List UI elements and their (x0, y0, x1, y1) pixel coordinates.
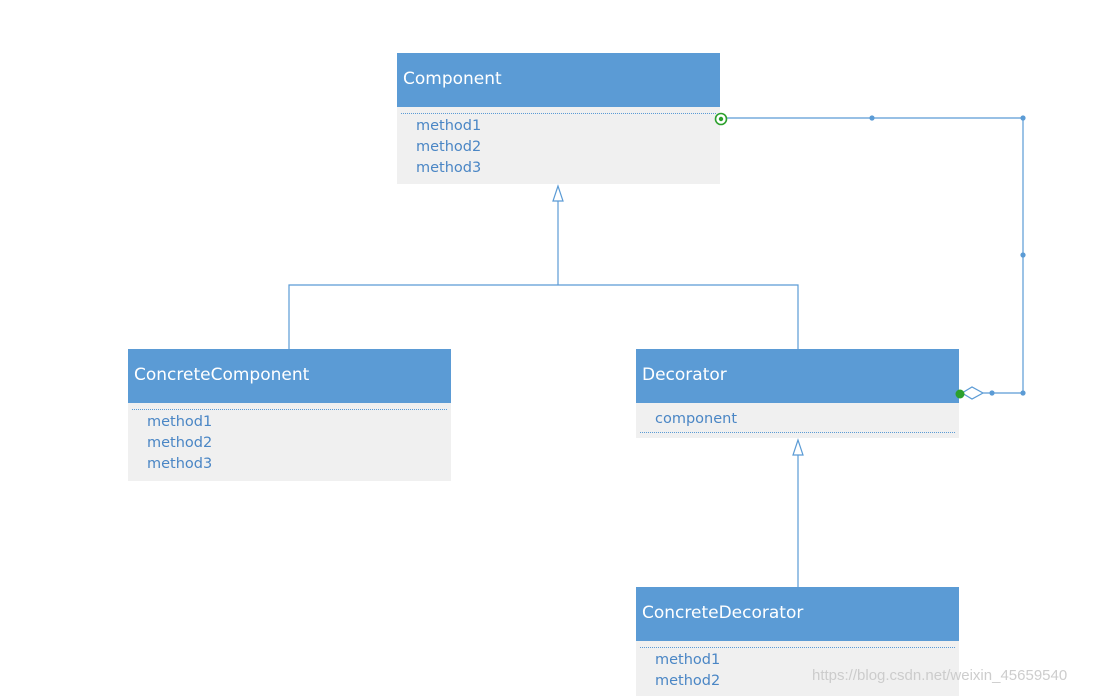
member-method3: method3 (147, 456, 213, 472)
waypoint-handle[interactable] (869, 115, 875, 121)
watermark-text: https://blog.csdn.net/weixin_45659540 (812, 667, 1068, 684)
class-name-decorator: Decorator (636, 349, 959, 403)
class-component[interactable]: Component method1 method2 method3 (397, 53, 720, 184)
member-method1: method1 (416, 118, 482, 134)
member-method3: method3 (416, 160, 482, 176)
class-separator (401, 113, 716, 114)
class-concrete-component[interactable]: ConcreteComponent method1 method2 method… (128, 349, 451, 481)
member-method1: method1 (147, 414, 213, 430)
inheritance-arrowhead-decorator (792, 438, 804, 456)
waypoint-handle[interactable] (1020, 252, 1026, 258)
class-separator (132, 409, 447, 410)
class-decorator[interactable]: Decorator component (636, 349, 959, 438)
member-method1: method1 (655, 652, 721, 668)
class-name-component: Component (397, 53, 720, 107)
class-body-concrete-decorator: method1 method2 (636, 641, 959, 697)
class-name-concrete-decorator: ConcreteDecorator (636, 587, 959, 641)
waypoint-handle[interactable] (989, 390, 995, 396)
class-concrete-decorator[interactable]: ConcreteDecorator method1 method2 (636, 587, 959, 696)
class-separator (640, 647, 955, 648)
waypoint-handle[interactable] (1020, 390, 1026, 396)
class-name-concrete-component: ConcreteComponent (128, 349, 451, 403)
class-body-component: method1 method2 method3 (397, 107, 720, 184)
class-body-decorator: component (636, 403, 959, 433)
aggregation-diamond (960, 386, 985, 400)
member-method2: method2 (147, 435, 213, 451)
member-method2: method2 (416, 139, 482, 155)
member-method2: method2 (655, 673, 721, 689)
inheritance-connector-component (288, 201, 799, 349)
member-component: component (655, 411, 738, 427)
waypoint-handle[interactable] (1020, 115, 1026, 121)
inheritance-arrowhead-component (552, 184, 564, 202)
class-separator (640, 432, 955, 433)
class-body-concrete-component: method1 method2 method3 (128, 403, 451, 480)
